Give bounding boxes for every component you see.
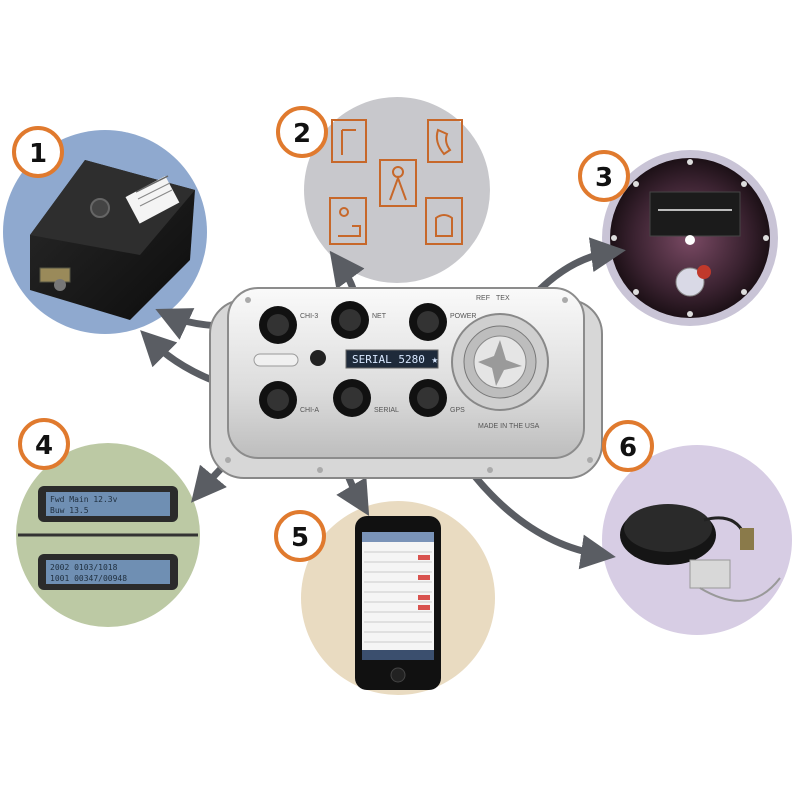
- connector-net-icon: [331, 301, 369, 339]
- lcd-screen-1-line-1: Fwd Main 12.3v: [50, 495, 118, 504]
- toggle-switch[interactable]: [253, 353, 299, 367]
- circle-4-lcd-displays: Fwd Main 12.3v Buw 13.5 2002 0103/1018 1…: [16, 443, 200, 627]
- label-gps: GPS: [450, 407, 465, 414]
- enclosure-bracket: [649, 191, 741, 237]
- lcd-screen-2-line-2: 1001 00347/00948: [50, 574, 127, 583]
- sensor-box-connector-icon: [39, 267, 71, 283]
- panel-display: [345, 349, 439, 369]
- gps-connector-icon: [740, 528, 754, 550]
- dial-knob-icon: [478, 340, 522, 386]
- badge-1: 1: [12, 126, 64, 178]
- selector-dial[interactable]: [451, 313, 549, 411]
- connector-gps-icon: [409, 379, 447, 417]
- mounting-screws: [225, 297, 593, 473]
- connectors: [259, 301, 447, 419]
- label-chia: CHI-A: [300, 407, 319, 414]
- label-power: POWER: [450, 313, 476, 320]
- circle-3-enclosure: [602, 150, 778, 326]
- badge-3-number: 3: [595, 163, 613, 193]
- label-tex: TEX: [496, 295, 510, 302]
- lcd-screen-2-line-1: 2002 0103/1018: [50, 563, 118, 572]
- badge-4-number: 4: [35, 431, 53, 461]
- badge-3: 3: [578, 150, 630, 202]
- phone-icon: [427, 119, 463, 163]
- alarm-icon: [331, 119, 367, 163]
- badge-1-number: 1: [29, 139, 47, 169]
- lcd-screen-2: [46, 560, 170, 584]
- control-panel: CHI-3 NET POWER CHI-A SERIAL GPS REF TEX…: [209, 287, 603, 479]
- badge-5-number: 5: [291, 523, 309, 553]
- connector-chi3-icon: [259, 306, 297, 344]
- person-icon: [379, 159, 417, 207]
- connector-chia-icon: [259, 381, 297, 419]
- label-ref: REF: [476, 295, 490, 302]
- lcd-screen-1-line-2: Buw 13.5: [50, 506, 89, 515]
- status-led-icon: [310, 350, 326, 366]
- made-in-label: MADE IN THE USA: [478, 423, 540, 430]
- label-net: NET: [372, 313, 387, 320]
- badge-4: 4: [18, 418, 70, 470]
- circle-6-gps-antenna: [602, 445, 792, 635]
- badge-5: 5: [274, 510, 326, 562]
- lcd-screen-1: [46, 492, 170, 516]
- label-chi3: CHI-3: [300, 313, 318, 320]
- panel-display-text: SERIAL 5280 ★: [352, 353, 438, 366]
- circle-1-sensor-box: [3, 130, 207, 334]
- badge-6: 6: [602, 420, 654, 472]
- badge-2-number: 2: [293, 119, 311, 149]
- enclosure-led-icon: [685, 235, 695, 245]
- connector-power-icon: [409, 303, 447, 341]
- circle-5-smartphone: [301, 501, 495, 695]
- label-serial: SERIAL: [374, 407, 399, 414]
- phone-home-button-icon: [390, 667, 406, 683]
- connector-serial-icon: [333, 379, 371, 417]
- badge-2: 2: [276, 106, 328, 158]
- circle-2-pictograms: [304, 97, 490, 283]
- gps-bracket-icon: [689, 559, 731, 589]
- desk-icon: [329, 197, 367, 245]
- enclosure-lens-icon: [675, 267, 705, 297]
- badge-6-number: 6: [619, 433, 637, 463]
- sensor-box-port-icon: [90, 198, 110, 218]
- tank-icon: [425, 197, 463, 245]
